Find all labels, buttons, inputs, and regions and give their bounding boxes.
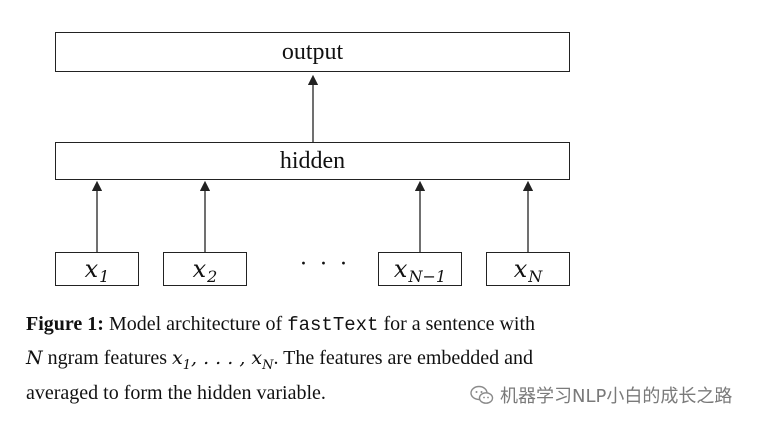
- ellipsis: · · ·: [300, 252, 350, 277]
- caption-math-n: N: [26, 347, 43, 369]
- caption-math: x1, . . . , xN: [172, 347, 274, 373]
- input-subscript: N: [528, 266, 543, 286]
- input-var: x: [393, 255, 408, 283]
- caption-code: fastText: [287, 314, 379, 336]
- watermark: 机器学习NLP小白的成长之路: [470, 382, 732, 408]
- output-label: output: [281, 39, 344, 65]
- input-var: x: [513, 255, 528, 283]
- hidden-box: hidden: [55, 142, 570, 180]
- caption-text: ngram features: [42, 347, 173, 369]
- caption-text: averaged to form the hidden variable.: [26, 382, 326, 404]
- input-subscript: N−1: [408, 266, 447, 286]
- figure-label: Figure 1:: [26, 313, 104, 335]
- wechat-icon: [470, 385, 494, 404]
- figure-caption: Figure 1: Model architecture of fastText…: [26, 308, 616, 410]
- input-subscript: 2: [207, 266, 218, 286]
- hidden-label: hidden: [279, 148, 346, 174]
- watermark-text: 机器学习NLP小白的成长之路: [500, 386, 733, 407]
- caption-text: . The features are embedded and: [273, 347, 534, 369]
- caption-text: Model architecture of: [103, 313, 288, 335]
- input-var: x: [84, 255, 99, 283]
- input-subscript: 1: [99, 266, 110, 286]
- output-box: output: [55, 32, 570, 72]
- caption-text: for a sentence with: [378, 313, 536, 335]
- input-var: x: [192, 255, 207, 283]
